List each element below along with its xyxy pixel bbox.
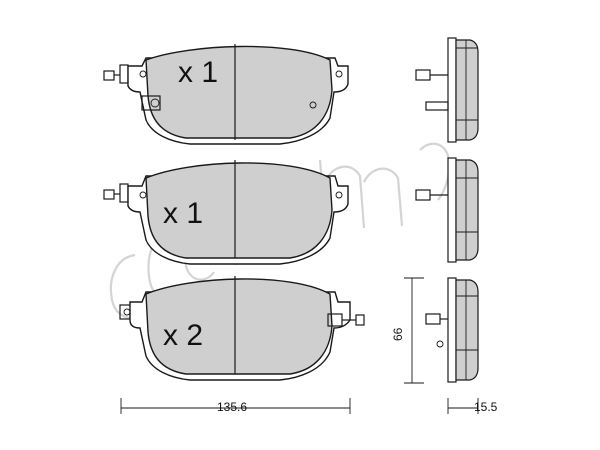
dimension-thickness: 15.5 bbox=[447, 398, 498, 414]
thickness-dimension-label: 15.5 bbox=[474, 400, 498, 414]
height-dimension-label: 66 bbox=[391, 327, 405, 341]
brake-pad-2: x 1 bbox=[103, 160, 349, 265]
side-view-1 bbox=[415, 37, 479, 143]
pad-1-quantity: x 1 bbox=[178, 56, 218, 89]
brake-pad-1: x 1 bbox=[103, 44, 349, 145]
side-view-3 bbox=[425, 277, 479, 383]
dimension-width: 135.6 bbox=[120, 398, 351, 414]
pad-2-quantity: x 1 bbox=[163, 197, 203, 230]
side-view-2 bbox=[415, 157, 479, 263]
pad-3-quantity: x 2 bbox=[163, 319, 203, 352]
width-dimension-label: 135.6 bbox=[217, 400, 247, 414]
brake-pad-3: x 2 bbox=[119, 276, 365, 381]
dimension-height: 66 bbox=[391, 277, 424, 384]
